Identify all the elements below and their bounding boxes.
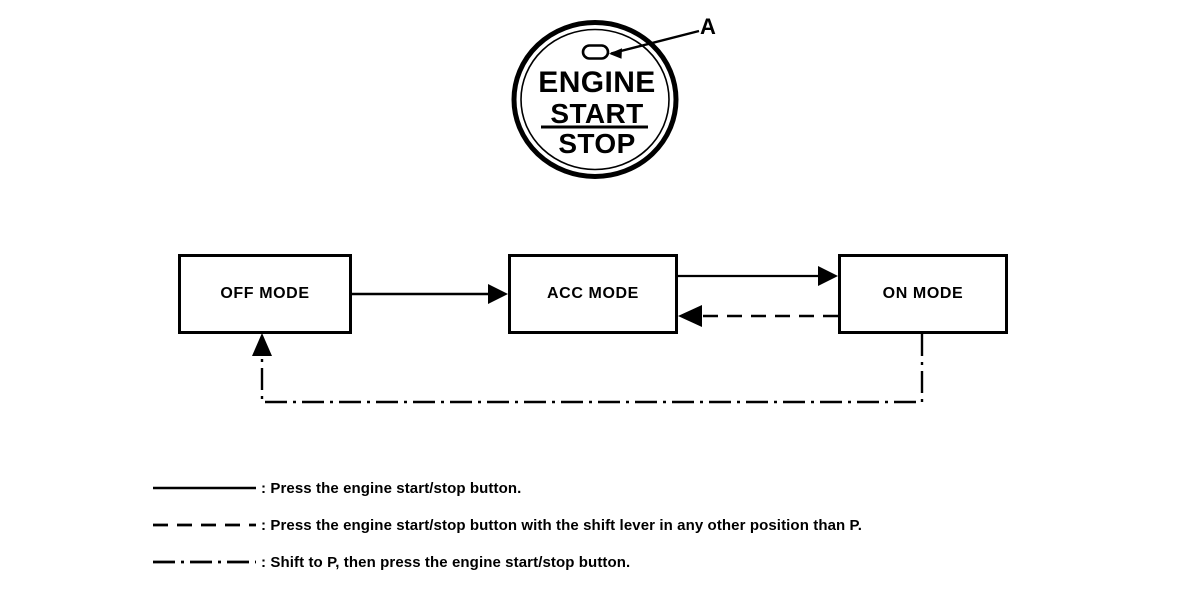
flow-node-acc-mode-label: ACC MODE [547, 285, 639, 302]
start-button-text-start: START [550, 98, 644, 129]
start-button-text-stop: STOP [558, 128, 636, 159]
flow-node-off-mode-label: OFF MODE [220, 285, 310, 302]
flow-node-on-mode-label: ON MODE [882, 285, 964, 302]
callout-leader-arrowhead [609, 48, 622, 59]
legend-item-dash-dot: : Shift to P, then press the engine star… [153, 551, 630, 573]
callout-leader-line [610, 29, 700, 55]
legend-text-dash-dot: : Shift to P, then press the engine star… [261, 553, 631, 571]
legend-text-dashed: : Press the engine start/stop button wit… [261, 516, 862, 534]
legend-sample-dashed-line-icon [153, 514, 256, 536]
oval-indicator-icon [581, 44, 610, 60]
edge-on-to-off-line [260, 334, 924, 404]
edge-on-to-off-arrowhead [252, 333, 272, 356]
legend-item-solid: : Press the engine start/stop button. [153, 477, 521, 499]
callout-label-a: A [700, 14, 716, 39]
edge-on-to-acc-arrowhead [678, 305, 702, 327]
edge-off-to-acc-arrowhead [488, 284, 508, 304]
legend-text-solid: : Press the engine start/stop button. [261, 479, 522, 497]
legend-item-dashed: : Press the engine start/stop button wit… [153, 514, 862, 536]
edge-acc-to-on-arrowhead [818, 266, 838, 286]
legend-sample-solid-line-icon [153, 477, 256, 499]
start-button-text-engine: ENGINE [538, 66, 656, 99]
flow-node-acc-mode[interactable]: ACC MODE [508, 254, 678, 334]
flow-node-on-mode[interactable]: ON MODE [838, 254, 1008, 334]
flow-node-off-mode[interactable]: OFF MODE [178, 254, 352, 334]
legend-sample-dash-dot-line-icon [153, 551, 256, 573]
